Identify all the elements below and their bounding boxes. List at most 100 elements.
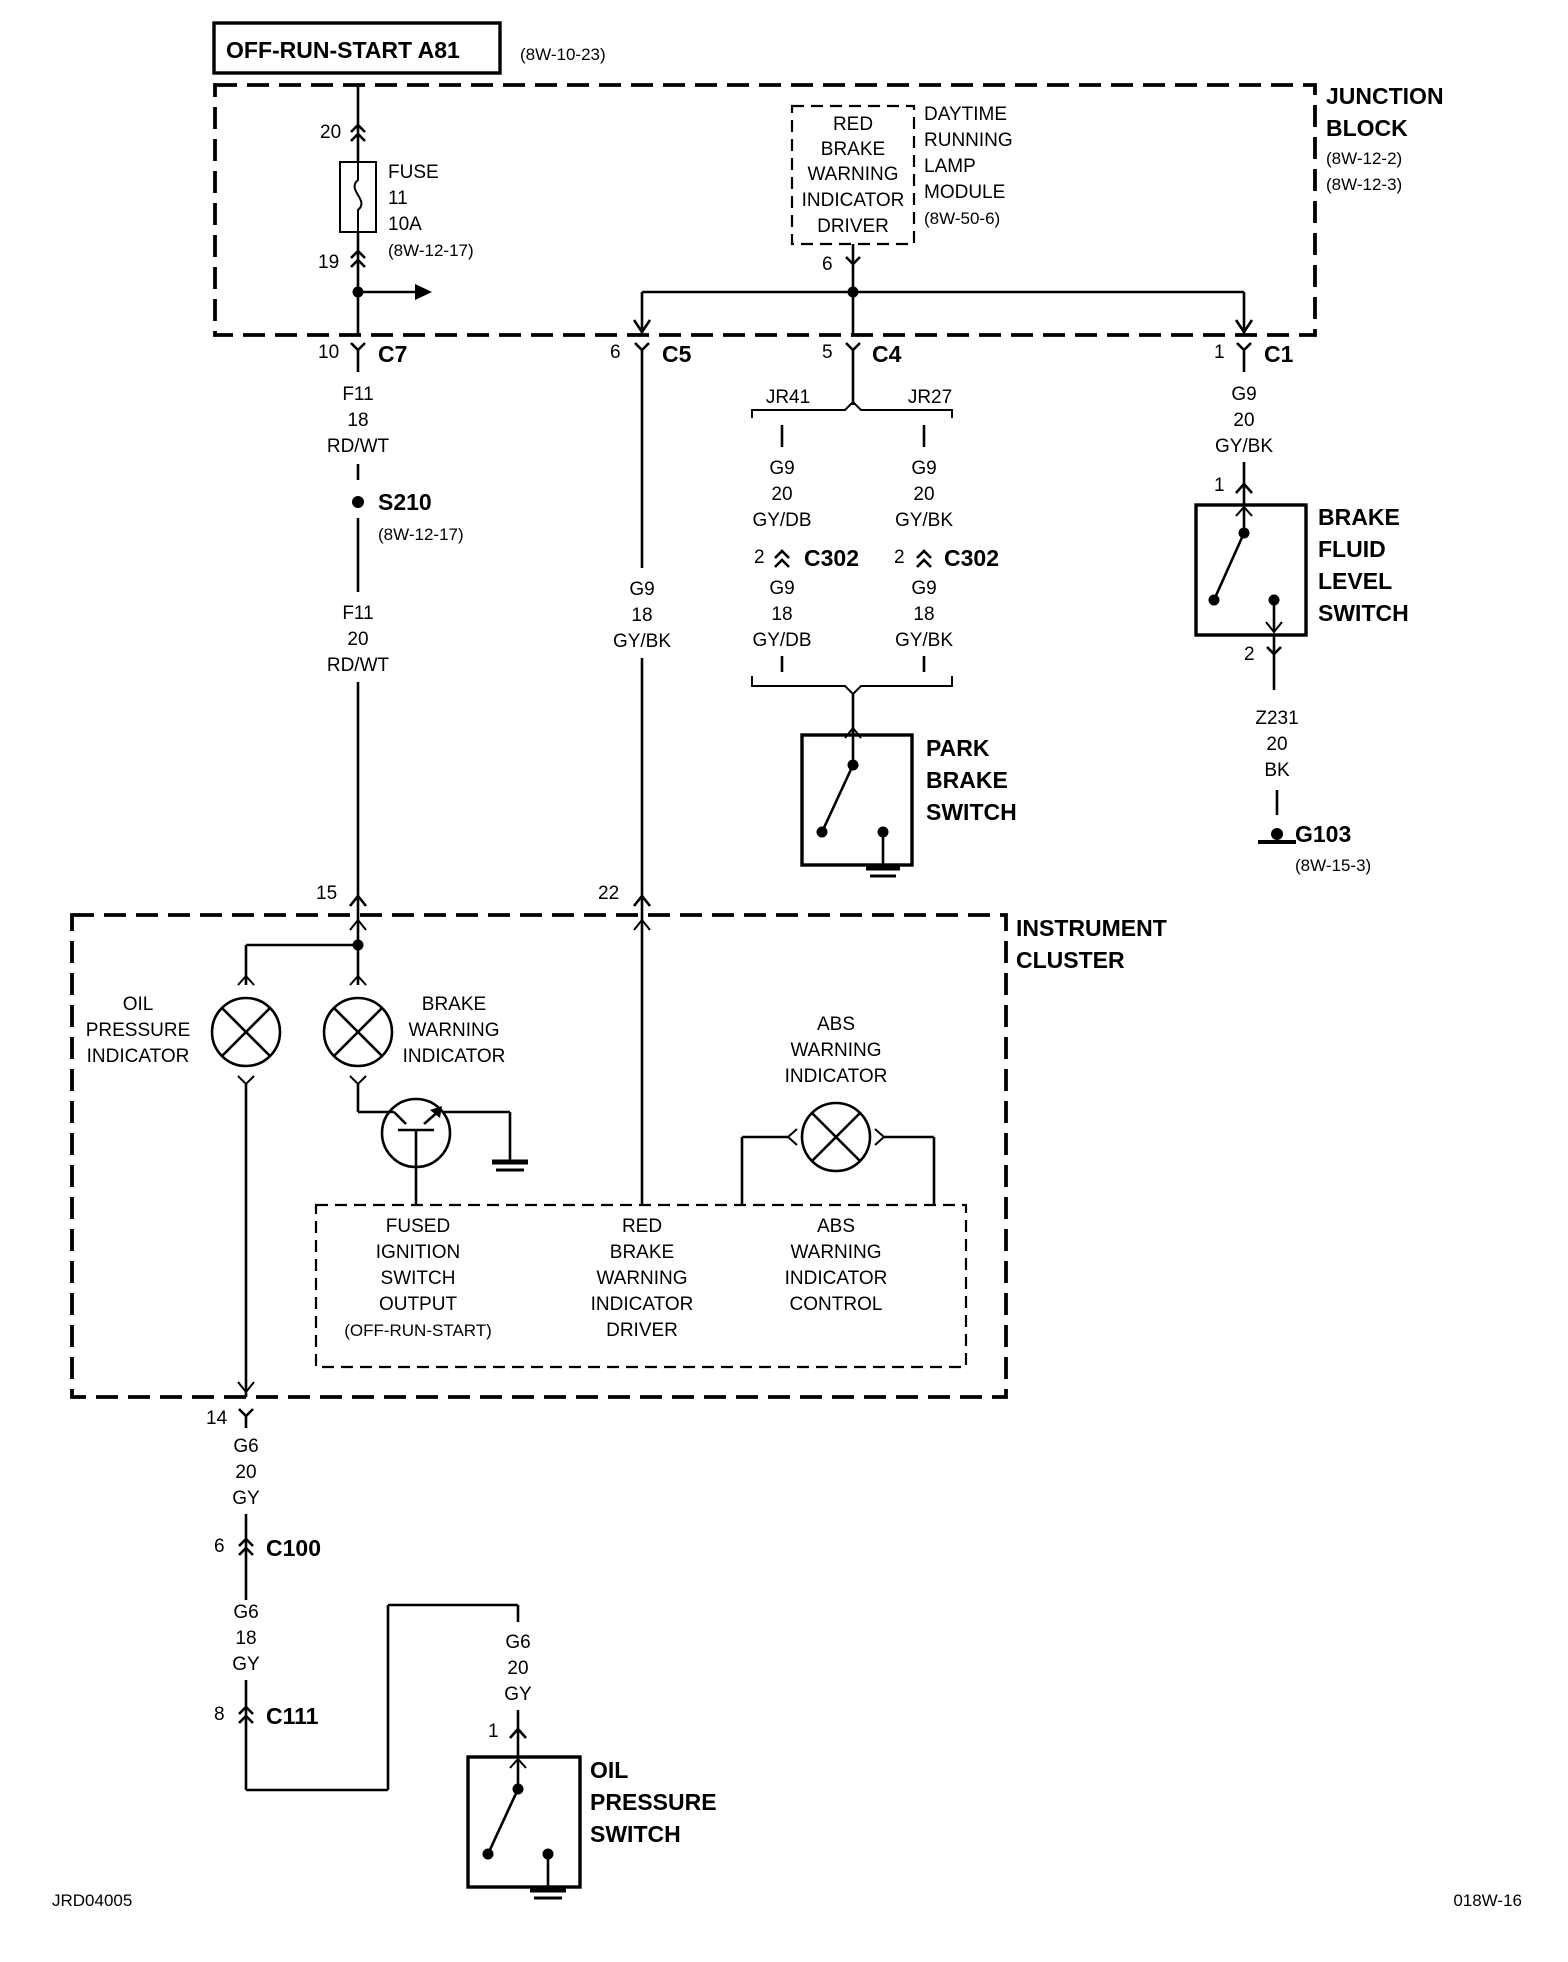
svg-text:MODULE: MODULE [924, 182, 1005, 203]
svg-text:IGNITION: IGNITION [376, 1242, 460, 1263]
connector-c1: 1 C1 [1214, 341, 1294, 367]
splice-jr27: JR27 [908, 387, 952, 408]
svg-text:RD/WT: RD/WT [327, 436, 390, 457]
svg-text:20: 20 [507, 1658, 528, 1679]
svg-text:DRIVER: DRIVER [817, 216, 889, 237]
svg-text:G9: G9 [769, 458, 794, 479]
splice-s210-name: S210 [378, 489, 432, 515]
abs-control-label: ABS WARNING INDICATOR CONTROL [785, 1216, 888, 1315]
transistor-symbol [380, 1097, 528, 1205]
svg-text:SWITCH: SWITCH [1318, 600, 1409, 626]
brake-warning-indicator-lamp: BRAKE WARNING INDICATOR [322, 994, 506, 1114]
svg-text:6: 6 [822, 254, 833, 275]
svg-text:OUTPUT: OUTPUT [379, 1294, 458, 1315]
svg-text:SWITCH: SWITCH [926, 799, 1017, 825]
svg-text:G6: G6 [505, 1632, 530, 1653]
abs-warning-indicator-lamp: ABS WARNING INDICATOR [740, 1014, 936, 1205]
fused-ignition-output-label: FUSED IGNITION SWITCH OUTPUT (OFF-RUN-ST… [344, 1216, 492, 1340]
svg-text:G9: G9 [1231, 384, 1256, 405]
svg-text:GY: GY [232, 1654, 260, 1675]
junction-block-ref-1: (8W-12-2) [1326, 149, 1402, 168]
fuse-pin-bottom: 19 [318, 252, 339, 273]
svg-text:INSTRUMENT: INSTRUMENT [1016, 915, 1167, 941]
svg-text:DRIVER: DRIVER [606, 1320, 678, 1341]
ground-g103: G103 (8W-15-3) [1258, 821, 1371, 875]
svg-text:RED: RED [833, 114, 873, 135]
svg-text:15: 15 [316, 883, 337, 904]
svg-text:BRAKE: BRAKE [926, 767, 1008, 793]
svg-text:DAYTIME: DAYTIME [924, 104, 1007, 125]
svg-text:18: 18 [771, 604, 792, 625]
svg-text:PARK: PARK [926, 735, 990, 761]
svg-text:G6: G6 [233, 1602, 258, 1623]
wire-g6: G6 20 GY 6 C100 G6 18 GY 8 C111 G6 20 GY… [214, 1416, 532, 1792]
svg-text:6: 6 [214, 1536, 225, 1557]
svg-text:C1: C1 [1264, 341, 1294, 367]
fuse-ref: (8W-12-17) [388, 241, 474, 260]
fuse-rating: 10A [388, 214, 422, 235]
fuse-pin-top: 20 [320, 122, 341, 143]
svg-text:WARNING: WARNING [790, 1040, 881, 1061]
svg-text:OIL: OIL [590, 1757, 628, 1783]
svg-text:BRAKE: BRAKE [610, 1242, 674, 1263]
svg-text:20: 20 [347, 629, 368, 650]
svg-text:PRESSURE: PRESSURE [86, 1020, 191, 1041]
svg-text:18: 18 [347, 410, 368, 431]
svg-text:10: 10 [318, 342, 339, 363]
svg-text:SWITCH: SWITCH [590, 1821, 681, 1847]
footer-left: JRD04005 [52, 1891, 132, 1910]
instrument-cluster: INSTRUMENT CLUSTER 15 22 OIL PRESSURE IN… [70, 883, 1167, 1429]
svg-text:OIL: OIL [123, 994, 154, 1015]
svg-text:GY/BK: GY/BK [895, 510, 953, 531]
svg-text:INDICATOR: INDICATOR [802, 190, 905, 211]
svg-text:(8W-50-6): (8W-50-6) [924, 209, 1000, 228]
svg-text:RED: RED [622, 1216, 662, 1237]
svg-text:8: 8 [214, 1704, 225, 1725]
svg-text:G9: G9 [769, 578, 794, 599]
svg-text:C7: C7 [378, 341, 407, 367]
footer-right: 018W-16 [1453, 1891, 1522, 1910]
svg-text:C100: C100 [266, 1535, 321, 1561]
svg-text:C302: C302 [804, 545, 859, 571]
svg-text:1: 1 [1214, 342, 1225, 363]
svg-text:INDICATOR: INDICATOR [403, 1046, 506, 1067]
svg-text:22: 22 [598, 883, 619, 904]
wire-f11: F11 18 RD/WT S210 (8W-12-17) F11 20 RD/W… [327, 350, 464, 915]
svg-text:BRAKE: BRAKE [821, 139, 885, 160]
svg-text:CLUSTER: CLUSTER [1016, 947, 1125, 973]
svg-text:20: 20 [235, 1462, 256, 1483]
junction-block-ref-2: (8W-12-3) [1326, 175, 1402, 194]
wire-z231: 2 Z231 20 BK [1244, 635, 1299, 815]
title-ref: (8W-10-23) [520, 45, 606, 64]
svg-text:C302: C302 [944, 545, 999, 571]
svg-text:18: 18 [235, 1628, 256, 1649]
c4-branch: JR41 JR27 G9 20 GY/DB 2 C302 G9 18 GY/DB… [751, 350, 999, 735]
brake-fluid-level-switch: BRAKE FLUID LEVEL SWITCH [1194, 503, 1409, 637]
c1-branch: G9 20 GY/BK 1 [1214, 350, 1273, 505]
junction-block-name-1: JUNCTION [1326, 83, 1444, 109]
wire-g9-c5: G9 18 GY/BK [613, 350, 671, 915]
svg-text:GY/BK: GY/BK [895, 630, 953, 651]
title-block: OFF-RUN-START A81 (8W-10-23) [212, 21, 606, 75]
fuse-label: FUSE [388, 162, 439, 183]
svg-text:C4: C4 [872, 341, 902, 367]
svg-text:GY/DB: GY/DB [752, 510, 811, 531]
svg-text:2: 2 [1244, 644, 1255, 665]
svg-text:2: 2 [894, 547, 905, 568]
junction-block-name-2: BLOCK [1326, 115, 1408, 141]
svg-text:G103: G103 [1295, 821, 1351, 847]
svg-text:INDICATOR: INDICATOR [591, 1294, 694, 1315]
svg-text:BRAKE: BRAKE [1318, 504, 1400, 530]
svg-text:20: 20 [1266, 734, 1287, 755]
svg-text:WARNING: WARNING [790, 1242, 881, 1263]
svg-text:GY: GY [232, 1488, 260, 1509]
svg-text:20: 20 [771, 484, 792, 505]
svg-text:FUSED: FUSED [386, 1216, 450, 1237]
svg-text:GY/BK: GY/BK [1215, 436, 1273, 457]
title-label: OFF-RUN-START A81 [226, 37, 460, 63]
svg-text:20: 20 [913, 484, 934, 505]
svg-text:FLUID: FLUID [1318, 536, 1386, 562]
svg-text:G9: G9 [911, 578, 936, 599]
svg-text:BRAKE: BRAKE [422, 994, 486, 1015]
